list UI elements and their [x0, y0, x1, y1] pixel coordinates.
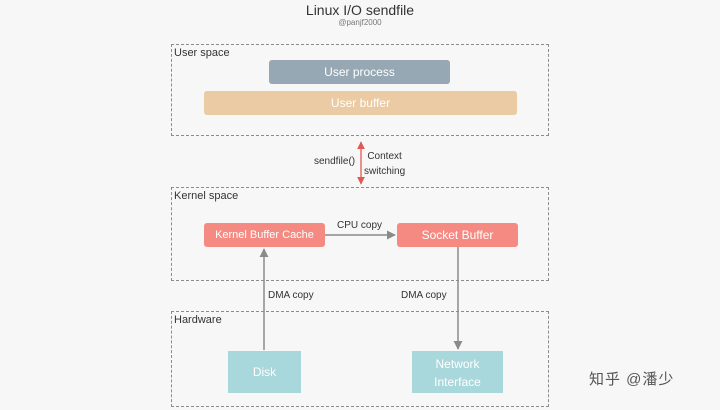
- socket-buffer-label: Socket Buffer: [421, 228, 494, 242]
- context-line1: Context: [367, 151, 402, 162]
- socket-buffer-box: Socket Buffer: [397, 223, 518, 247]
- kernel-buffer-cache-label: Kernel Buffer Cache: [215, 229, 314, 241]
- hardware-region: Hardware: [171, 311, 549, 407]
- network-interface-line2: Interface: [434, 375, 481, 389]
- network-interface-box: Network Interface: [412, 351, 503, 393]
- context-switching-annotation: Context switching: [364, 149, 405, 179]
- network-interface-line1: Network: [435, 357, 480, 371]
- user-space-region: User space: [171, 44, 549, 136]
- context-line2: switching: [364, 166, 406, 177]
- user-buffer-label: User buffer: [330, 96, 391, 110]
- network-interface-label: Network Interface: [434, 355, 481, 391]
- diagram-subtitle: @panjf2000: [338, 18, 382, 27]
- kernel-buffer-cache-box: Kernel Buffer Cache: [204, 223, 325, 247]
- user-process-box: User process: [269, 60, 450, 84]
- dma-copy-right-annotation: DMA copy: [401, 290, 447, 301]
- user-process-label: User process: [324, 65, 395, 79]
- cpu-copy-annotation: CPU copy: [337, 220, 383, 231]
- hardware-label: Hardware: [174, 314, 222, 326]
- sendfile-annotation: sendfile(): [314, 156, 356, 167]
- watermark: 知乎 @潘少: [589, 371, 675, 388]
- disk-label: Disk: [252, 365, 277, 379]
- disk-box: Disk: [228, 351, 301, 393]
- user-buffer-box: User buffer: [204, 91, 517, 115]
- dma-copy-left-annotation: DMA copy: [268, 290, 314, 301]
- user-space-label: User space: [174, 47, 230, 59]
- kernel-space-region: Kernel space: [171, 187, 549, 281]
- diagram-title: Linux I/O sendfile: [305, 2, 415, 18]
- kernel-space-label: Kernel space: [174, 190, 239, 202]
